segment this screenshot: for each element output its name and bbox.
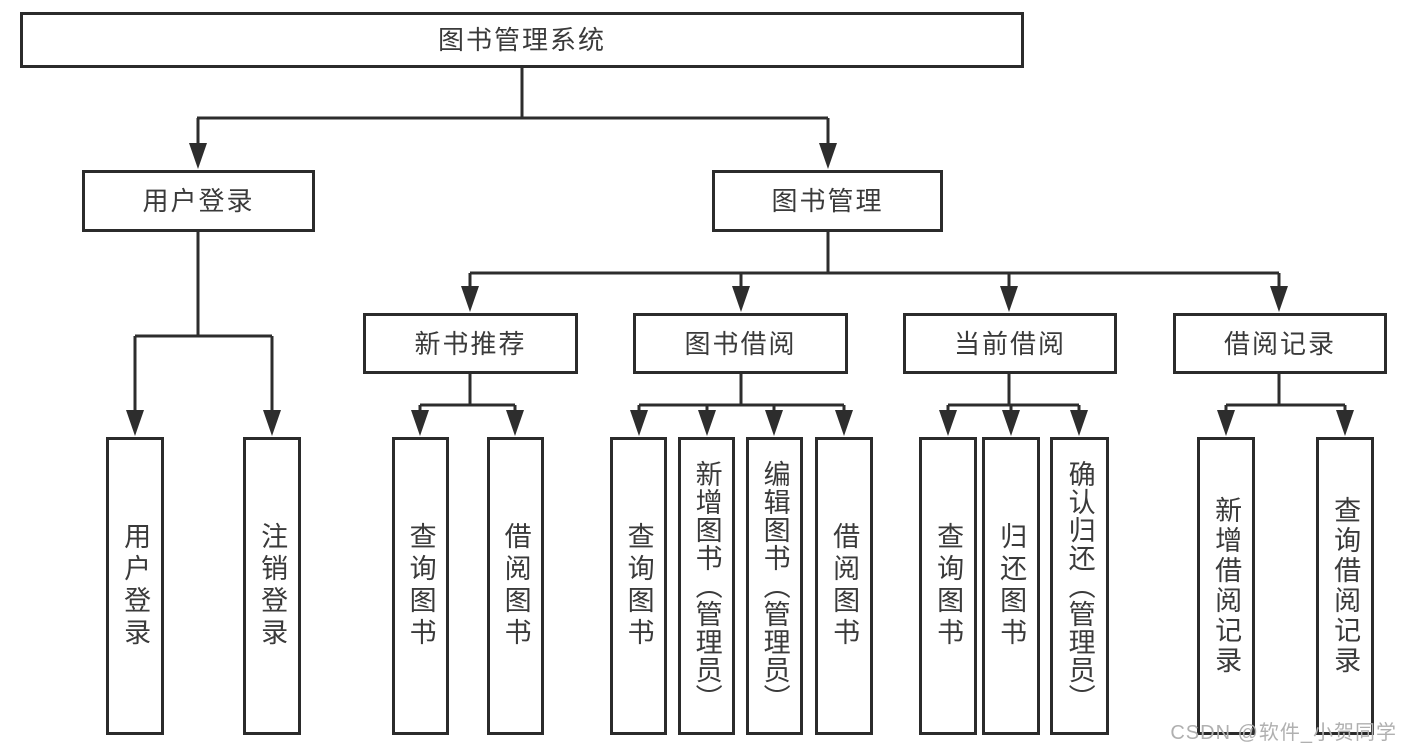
node-label: 图书管理: [771, 186, 884, 216]
node-label: 用户登录: [142, 186, 255, 216]
node-label: 新书推荐: [414, 328, 527, 359]
node-current-borrowing: 当前借阅: [903, 313, 1117, 374]
node-leaf-logout: 注销登录: [243, 437, 301, 735]
node-book-management: 图书管理: [712, 170, 943, 232]
node-leaf-confirm-return-admin: 确认归还（管理员）: [1050, 437, 1109, 735]
node-label: 编辑图书（管理员）: [759, 460, 790, 712]
node-leaf-add-books-admin: 新增图书（管理员）: [678, 437, 735, 735]
node-label: 图书借阅: [684, 328, 797, 359]
node-leaf-add-borrow-record: 新增借阅记录: [1197, 437, 1255, 735]
node-label: 注销登录: [257, 522, 288, 650]
node-label: 图书管理系统: [437, 25, 606, 55]
node-label: 查询借阅记录: [1330, 496, 1361, 676]
node-user-login: 用户登录: [82, 170, 315, 232]
node-label: 新增借阅记录: [1211, 496, 1242, 676]
node-leaf-edit-books-admin: 编辑图书（管理员）: [746, 437, 803, 735]
node-leaf-borrow-books-1: 借阅图书: [487, 437, 544, 735]
node-label: 新增图书（管理员）: [691, 460, 722, 712]
node-new-book-recommend: 新书推荐: [363, 313, 578, 374]
node-borrowing-records: 借阅记录: [1173, 313, 1387, 374]
node-book-borrowing: 图书借阅: [633, 313, 848, 374]
node-label: 归还图书: [996, 522, 1027, 650]
node-label: 借阅图书: [829, 522, 860, 650]
node-leaf-query-books-1: 查询图书: [392, 437, 449, 735]
node-label: 查询图书: [623, 522, 654, 650]
node-label: 当前借阅: [953, 328, 1066, 359]
node-label: 确认归还（管理员）: [1064, 460, 1095, 712]
node-leaf-borrow-books-2: 借阅图书: [815, 437, 873, 735]
node-system-root: 图书管理系统: [20, 12, 1024, 68]
node-leaf-query-books-3: 查询图书: [919, 437, 977, 735]
node-leaf-return-books: 归还图书: [982, 437, 1040, 735]
node-label: 查询图书: [933, 522, 964, 650]
node-leaf-query-borrow-record: 查询借阅记录: [1316, 437, 1374, 735]
node-leaf-user-login: 用户登录: [106, 437, 164, 735]
node-label: 用户登录: [120, 522, 151, 650]
node-label: 借阅记录: [1223, 328, 1336, 359]
watermark-text: CSDN @软件_小贺同学: [1170, 722, 1397, 744]
node-label: 查询图书: [405, 522, 436, 650]
node-label: 借阅图书: [500, 522, 531, 650]
node-leaf-query-books-2: 查询图书: [610, 437, 667, 735]
